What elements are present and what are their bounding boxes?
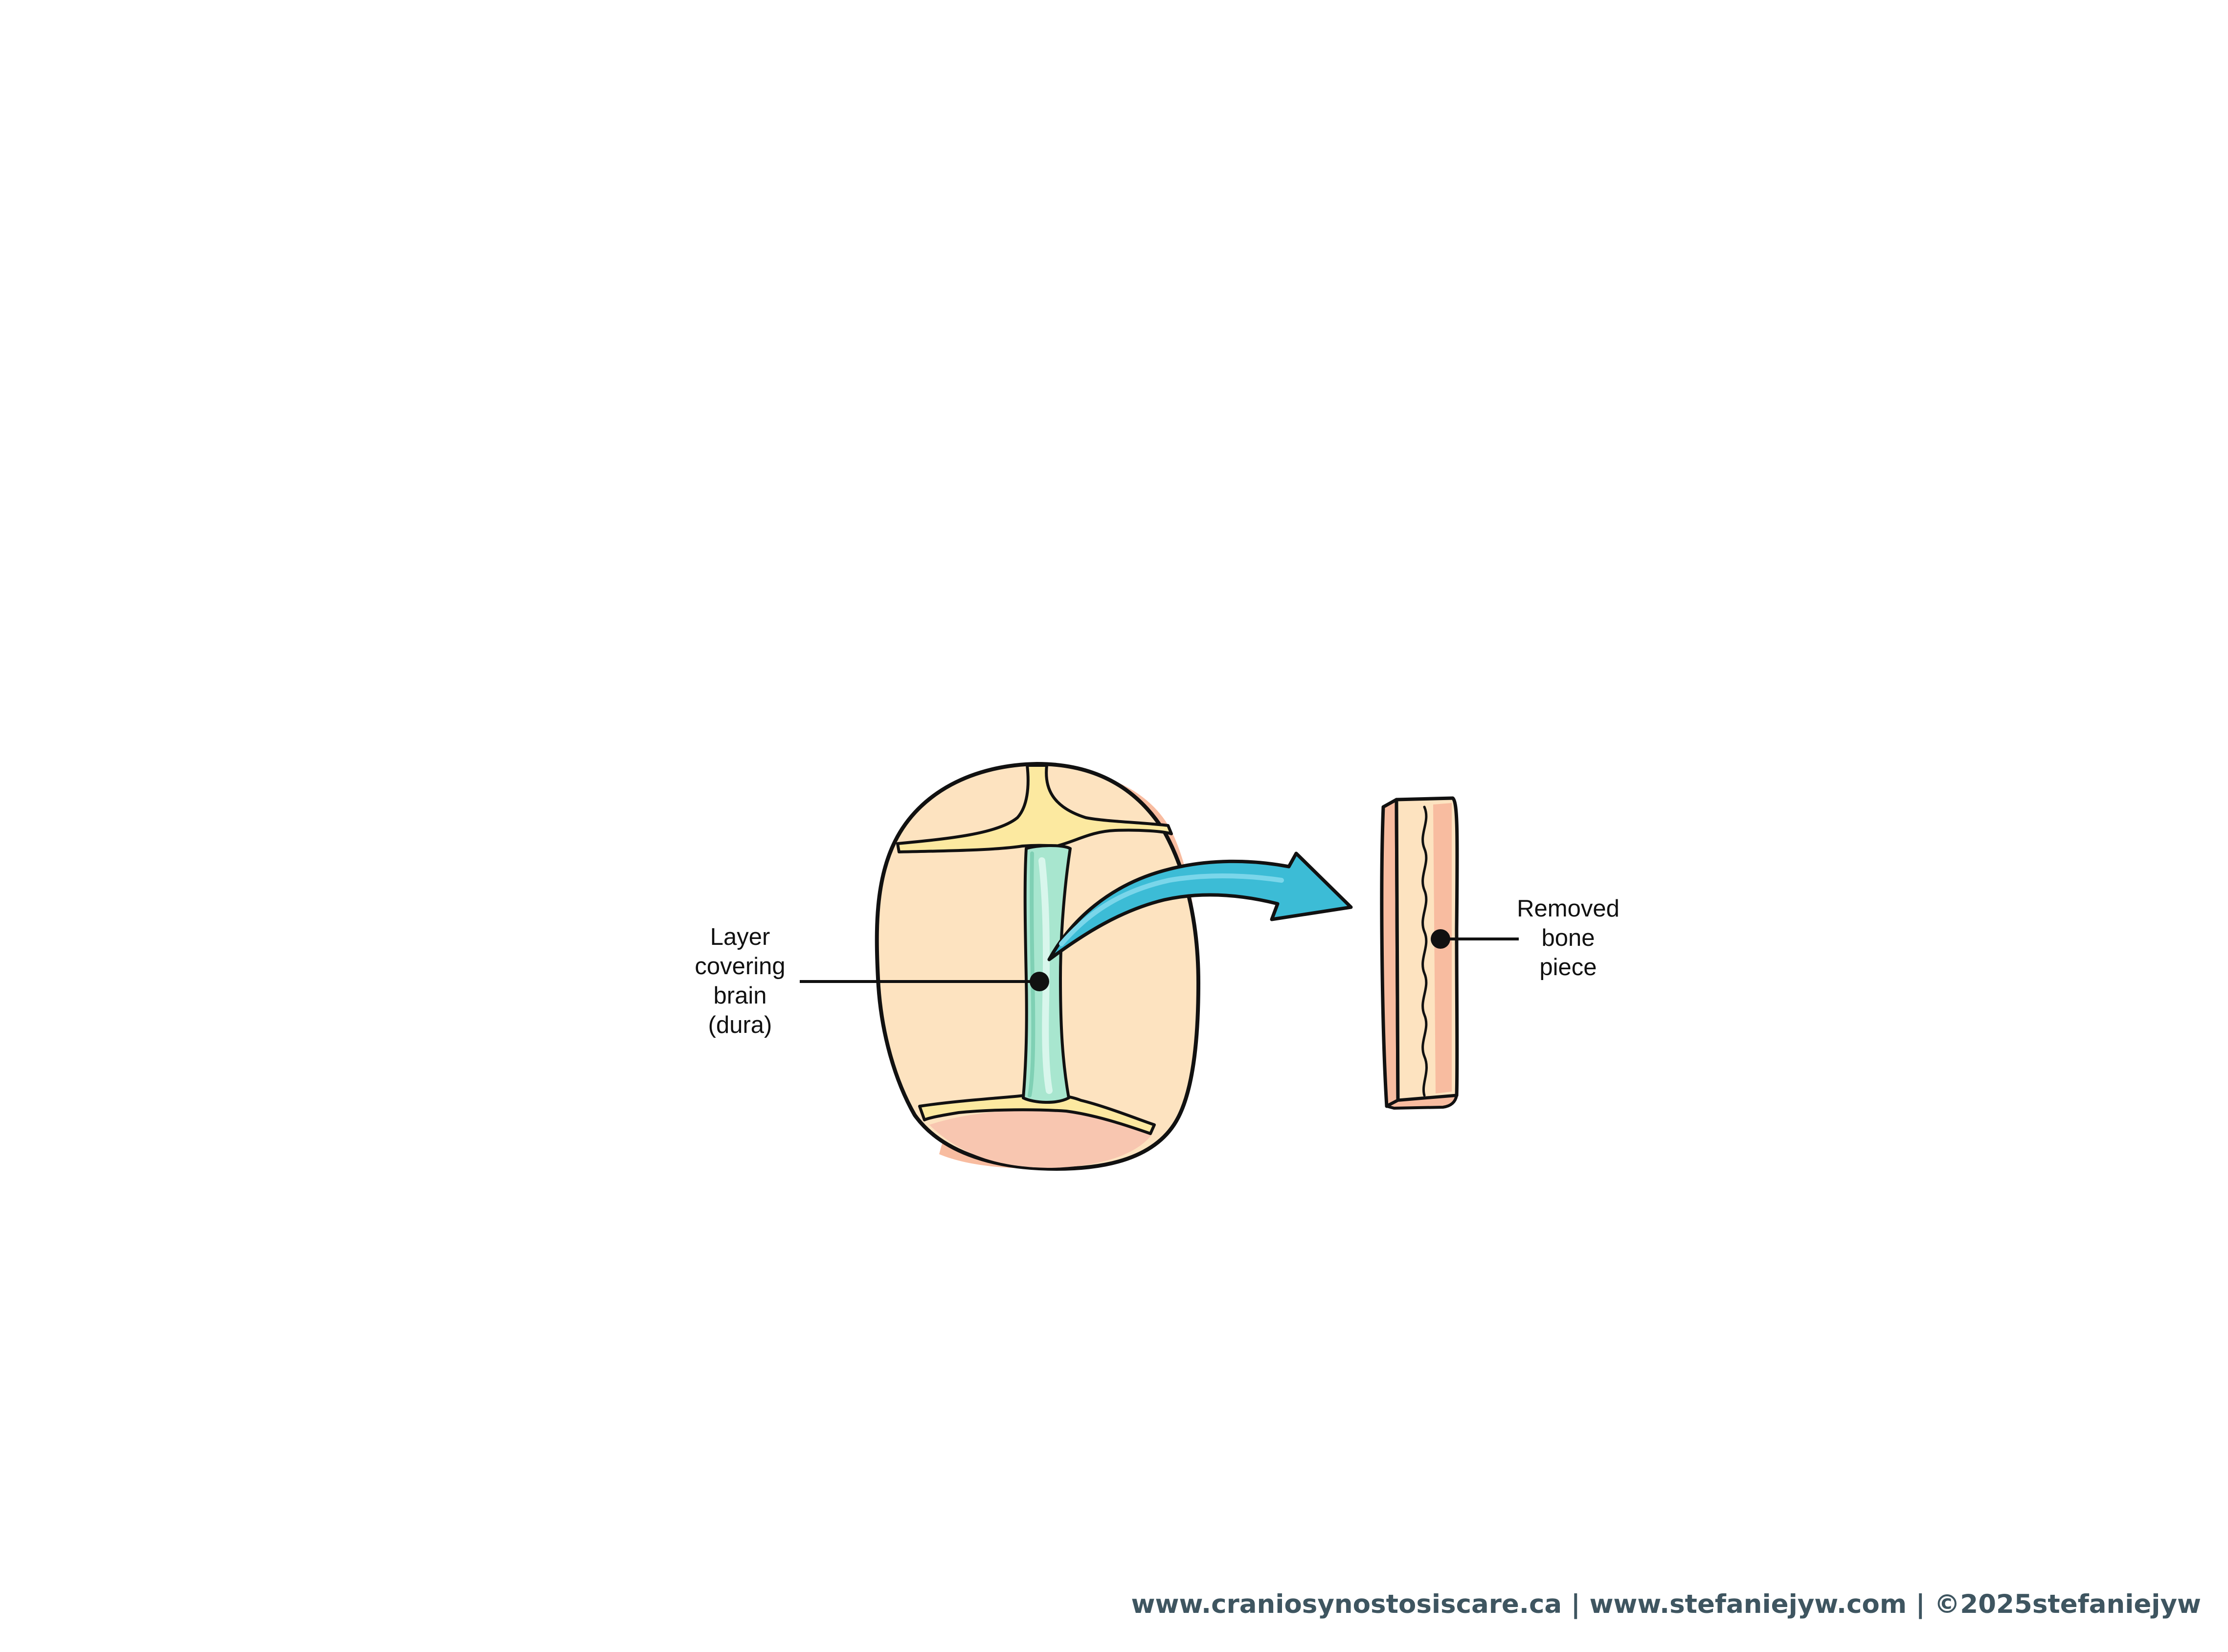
- callout-dura: Layer covering brain (dura): [695, 924, 1049, 1038]
- bone-piece-bottom: [1385, 1094, 1458, 1110]
- bone-piece-side: [1380, 798, 1400, 1108]
- callout-bone-label-1: Removed: [1517, 895, 1620, 922]
- footer-credit: www.craniosynostosiscare.ca | www.stefan…: [1131, 1589, 2201, 1619]
- removed-bone-piece: [1380, 796, 1459, 1110]
- callout-bone-label-3: piece: [1539, 954, 1597, 981]
- lambdoid-suture: [918, 1093, 1156, 1135]
- callout-bone-dot: [1431, 929, 1450, 949]
- callout-bone-label-2: bone: [1541, 925, 1595, 951]
- skull-back-shading: [929, 1110, 1152, 1168]
- dura-highlight: [1038, 857, 1053, 1094]
- callout-dura-dot: [1030, 972, 1049, 991]
- suture-wavy-line: [1421, 805, 1428, 1097]
- skull-top-view: [875, 762, 1200, 1171]
- callout-dura-label-1: Layer: [710, 924, 770, 950]
- callout-dura-label-4: (dura): [708, 1012, 772, 1038]
- callout-dura-label-3: brain: [714, 982, 767, 1009]
- arrow-highlight: [1059, 873, 1284, 946]
- removal-arrow: [1047, 851, 1353, 961]
- dura-shadow-left: [1028, 851, 1035, 1097]
- callout-dura-label-2: covering: [695, 953, 785, 980]
- callout-bone: Removed bone piece: [1431, 895, 1620, 981]
